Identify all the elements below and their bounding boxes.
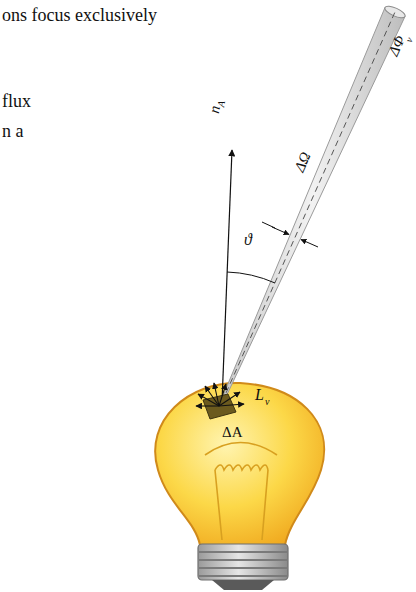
paragraph-fragment: n a [2, 122, 24, 140]
solid-angle-symbol: ΔΩ [292, 150, 314, 174]
cone-axis [222, 12, 395, 402]
paragraph-fragment: ons focus exclusively [2, 6, 157, 24]
bulb-glass [155, 383, 324, 545]
angle-arc [227, 272, 275, 283]
paragraph-fragment: flux [2, 92, 31, 110]
bulb-base [198, 544, 288, 590]
radiance-arrows [196, 383, 244, 406]
angle-symbol: ϑ [244, 232, 252, 248]
solid-angle-marks [262, 222, 318, 247]
light-cone [220, 8, 405, 404]
subscript: v [265, 397, 269, 407]
radiance-symbol: L [255, 387, 264, 403]
normal-vector [222, 150, 232, 402]
filament [205, 443, 277, 541]
area-symbol: ΔA [222, 425, 242, 440]
